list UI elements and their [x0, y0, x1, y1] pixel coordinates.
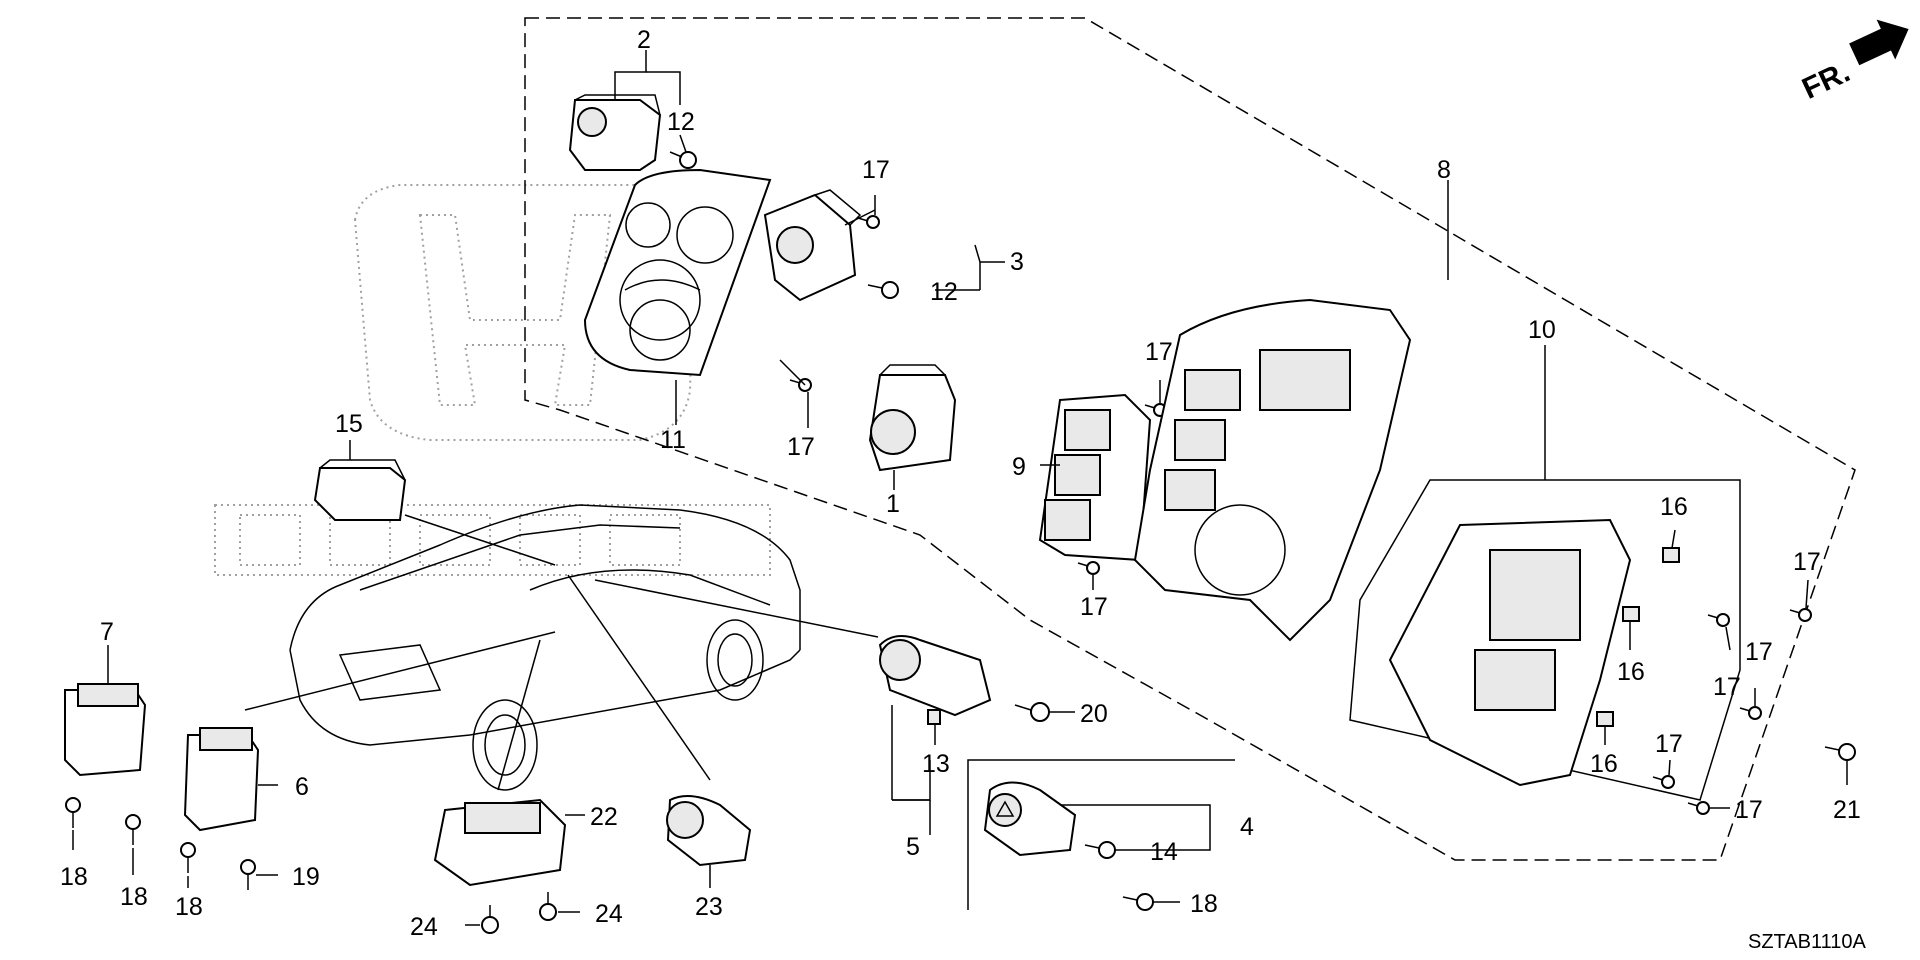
part-5-switch: [878, 635, 992, 801]
callout-6: 6: [295, 773, 309, 801]
part-16-clip-a: [1662, 547, 1680, 563]
callout-3: 3: [1010, 248, 1024, 276]
callout-11: 11: [660, 426, 686, 454]
callout-12-upper: 12: [667, 108, 695, 136]
callout-7: 7: [100, 618, 114, 646]
part-24-screw-a: [481, 905, 499, 934]
callout-17-right-e: 17: [1735, 796, 1763, 824]
part-2-switch: [568, 94, 662, 171]
part-21-screw: [1824, 743, 1856, 761]
callout-12-middle: 12: [930, 278, 958, 306]
part-18-screw-b: [125, 814, 141, 845]
bracket-part-4: [967, 759, 1235, 910]
callout-9: 9: [1012, 453, 1026, 481]
callout-2: 2: [637, 26, 651, 54]
callout-21: 21: [1833, 796, 1861, 824]
part-17-screw-i: [1687, 801, 1710, 815]
callout-18-d: 19: [292, 863, 320, 891]
part-23-switch: [666, 795, 752, 867]
part-17-screw-d: [1077, 561, 1100, 575]
callout-17-top: 17: [862, 156, 890, 184]
callout-24-b: 24: [595, 900, 623, 928]
callout-leaders: [72, 50, 1848, 926]
diagram-code: SZTAB1110A: [1748, 931, 1866, 953]
callout-18-a: 18: [60, 863, 88, 891]
part-9-switch-cluster: [1038, 393, 1152, 562]
part-17-screw-a: [857, 215, 880, 229]
callout-13: 13: [922, 750, 950, 778]
callout-19: 18: [1190, 890, 1218, 918]
callout-22: 22: [590, 803, 618, 831]
part-16-clip-c: [1596, 711, 1614, 727]
part-20-screw: [1014, 702, 1050, 722]
part-24-screw-b: [539, 892, 557, 921]
callout-17-right-c: 17: [1745, 638, 1773, 666]
callout-16-a: 16: [1660, 493, 1688, 521]
part-3-switch: [763, 189, 862, 302]
part-14-screw: [1084, 841, 1116, 859]
callout-20: 20: [1080, 700, 1108, 728]
callout-8: 8: [1437, 156, 1451, 184]
callout-17-upper-mid: 17: [1145, 338, 1173, 366]
callout-16-b: 16: [1617, 658, 1645, 686]
callout-18-b: 18: [120, 883, 148, 911]
part-16-clip-b: [1622, 606, 1640, 622]
part-18-screw-a: [65, 797, 81, 828]
callout-24-a: 24: [410, 913, 438, 941]
callout-17-right-d: 17: [1655, 730, 1683, 758]
callout-5: 5: [906, 833, 920, 861]
part-22-switch: [433, 798, 567, 887]
callout-17-left: 17: [787, 433, 815, 461]
part-12-screw-upper: [669, 151, 697, 169]
vehicle-outline: [289, 504, 801, 791]
callout-16-c: 16: [1590, 750, 1618, 778]
callout-14: 14: [1150, 838, 1178, 866]
part-6-switch: [183, 727, 260, 832]
part-10-bezel: [1388, 518, 1632, 787]
part-19-screw: [1122, 893, 1154, 911]
subassembly-outline-10: [1349, 479, 1741, 801]
assembly-outline-8: [524, 17, 1856, 861]
part-4-switch: [983, 781, 1077, 857]
front-direction-arrow-icon: [1849, 19, 1909, 66]
part-17-screw-f: [1789, 608, 1812, 622]
callout-10: 10: [1528, 316, 1556, 344]
callout-1: 1: [886, 490, 900, 518]
callout-18-c: 18: [175, 893, 203, 921]
callout-17-right-b: 17: [1713, 673, 1741, 701]
part-18-screw-c: [180, 842, 196, 873]
part-18-screw-d: [240, 859, 256, 890]
callout-15: 15: [335, 410, 363, 438]
part-17-screw-g: [1739, 706, 1762, 720]
callout-23: 23: [695, 893, 723, 921]
callout-17-right-a: 17: [1793, 548, 1821, 576]
part-11-panel: [583, 168, 772, 377]
front-direction-label: FR.: [1797, 55, 1855, 105]
part-8-bezel: [1133, 298, 1412, 642]
part-17-screw-e: [1707, 613, 1730, 627]
part-15-switch: [313, 459, 407, 521]
part-1-switch: [868, 364, 957, 472]
part-7-switch: [64, 683, 147, 777]
leader-lines: [244, 514, 879, 791]
part-13-clip: [927, 709, 941, 725]
callout-labels: 2 12 17 3 12 11 17 1 8 17 9 17 10 16 16 …: [60, 26, 1861, 941]
part-17-screw-h: [1652, 775, 1675, 789]
callout-17-lower-mid: 17: [1080, 593, 1108, 621]
callout-4: 4: [1240, 813, 1254, 841]
part-12-screw-middle: [867, 281, 899, 299]
